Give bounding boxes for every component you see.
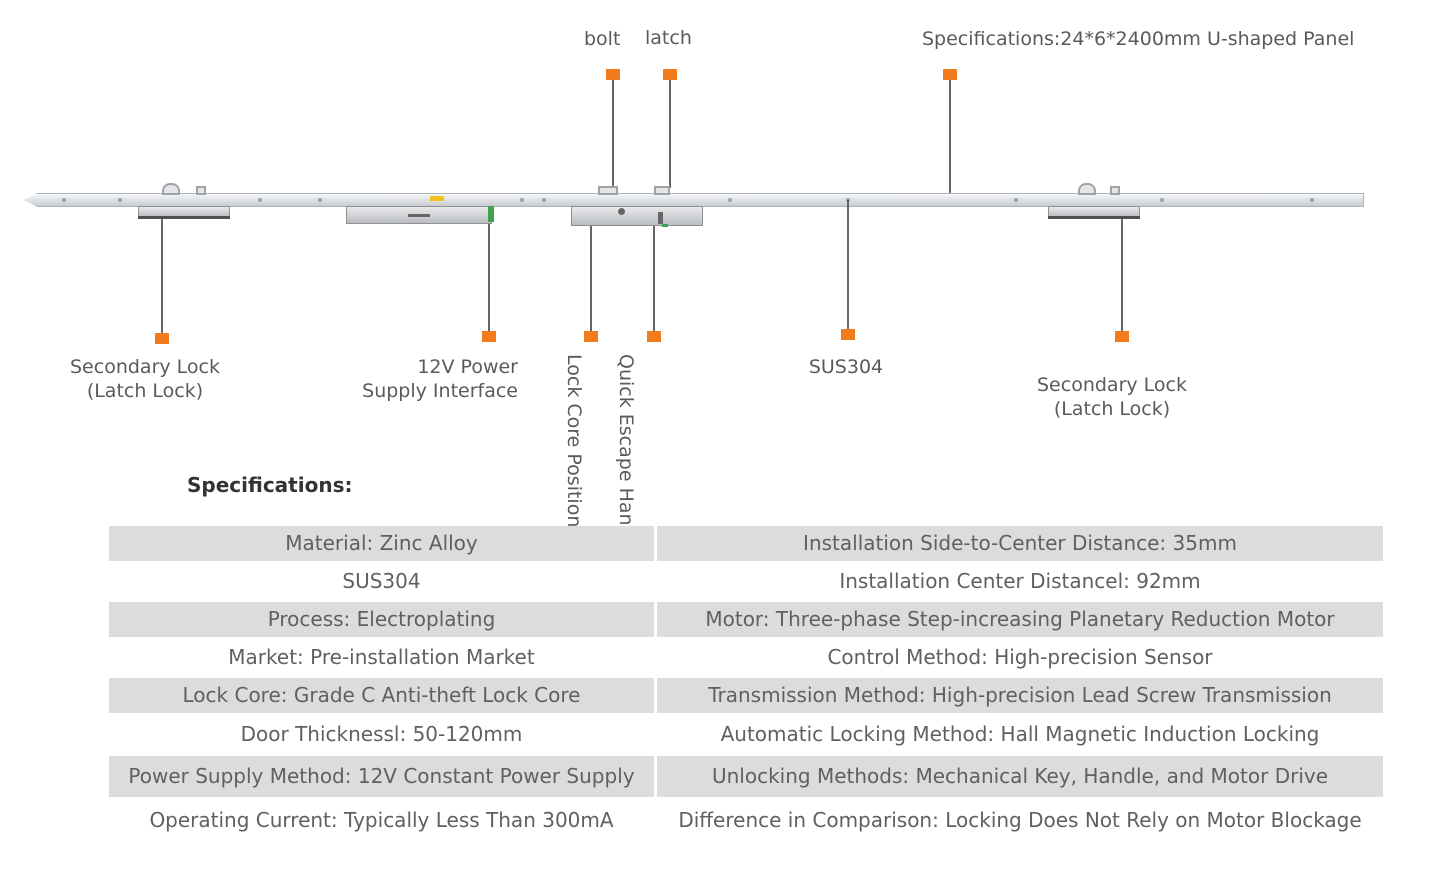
left-latch-hook [162, 183, 180, 195]
rail-hole [542, 198, 546, 202]
marker-secondary-left [155, 333, 169, 344]
lock-core-hole [618, 208, 625, 215]
right-latch-block [1110, 186, 1120, 195]
marker-secondary-right [1115, 331, 1129, 342]
label-secondary-right-line2: (Latch Lock) [1053, 398, 1171, 420]
leader-secondary-left [161, 219, 163, 333]
spec-cell-right: Installation Side-to-Center Distance: 35… [657, 526, 1383, 561]
rail-hole [1310, 198, 1314, 202]
spec-cell-right: Unlocking Methods: Mechanical Key, Handl… [657, 756, 1383, 797]
label-bolt: bolt [584, 28, 621, 50]
marker-power [482, 331, 496, 342]
spec-cell-right: Installation Center Distancel: 92mm [839, 569, 1201, 593]
label-quick-escape-line1: Quick Escape [615, 354, 637, 482]
spec-cell-left: Material: Zinc Alloy [109, 526, 654, 561]
label-secondary-right-line1: Secondary Lock [1037, 374, 1187, 396]
right-lock-shadow [1048, 216, 1140, 219]
escape-handle-slot [658, 212, 663, 224]
label-power-line1: 12V Power [417, 356, 518, 378]
rail-hole [728, 198, 732, 202]
spec-row: Material: Zinc Alloy Installation Side-t… [109, 526, 1383, 561]
spec-cell-right: Difference in Comparison: Locking Does N… [678, 808, 1362, 832]
label-secondary-left-line1: Secondary Lock [70, 356, 220, 378]
spec-cell-left: Power Supply Method: 12V Constant Power … [109, 756, 654, 797]
label-panel-spec: Specifications:24*6*2400mm U-shaped Pane… [922, 28, 1355, 50]
specifications-title: Specifications: [187, 473, 353, 497]
label-lock-core-position: Lock Core Position [562, 354, 586, 527]
spec-row: Market: Pre-installation Market Control … [109, 640, 1383, 675]
rail-hole [118, 198, 122, 202]
label-power-line2: Supply Interface [362, 380, 518, 402]
rail-hole [318, 198, 322, 202]
main-lock-indicator [662, 224, 668, 227]
marker-quick-escape [647, 331, 661, 342]
marker-latch [663, 69, 677, 80]
leader-bolt [612, 80, 614, 188]
marker-lock-core [584, 331, 598, 342]
left-latch-block [196, 186, 206, 195]
marker-bolt [606, 69, 620, 80]
power-module-sticker [430, 196, 444, 201]
spec-cell-right: Automatic Locking Method: Hall Magnetic … [720, 722, 1320, 746]
latch-part [654, 186, 670, 195]
label-quick-escape-handle: Quick Escape Handle [614, 354, 638, 555]
spec-cell-right: Motor: Three-phase Step-increasing Plane… [657, 602, 1383, 637]
label-power-interface: 12V Power Supply Interface [346, 355, 518, 403]
spec-cell-left: Process: Electroplating [109, 602, 654, 637]
spec-cell-right: Control Method: High-precision Sensor [827, 645, 1213, 669]
rail-hole [520, 198, 524, 202]
rail-hole [1014, 198, 1018, 202]
spec-cell-left: Lock Core: Grade C Anti-theft Lock Core [109, 678, 654, 713]
spec-row: Lock Core: Grade C Anti-theft Lock Core … [109, 678, 1383, 713]
leader-lock-core [590, 226, 592, 331]
spec-row: Process: Electroplating Motor: Three-pha… [109, 602, 1383, 637]
spec-row: Door Thicknessl: 50-120mm Automatic Lock… [109, 716, 1383, 753]
label-secondary-lock-left: Secondary Lock (Latch Lock) [65, 355, 225, 403]
label-latch: latch [645, 27, 692, 49]
rail-hole [258, 198, 262, 202]
label-secondary-lock-right: Secondary Lock (Latch Lock) [1032, 373, 1192, 421]
spec-row: SUS304 Installation Center Distancel: 92… [109, 564, 1383, 599]
main-lock-body [571, 206, 703, 226]
bolt-part [598, 186, 618, 195]
spec-cell-left: Operating Current: Typically Less Than 3… [149, 808, 614, 832]
marker-panel-spec [943, 69, 957, 80]
left-lock-shadow [138, 216, 230, 219]
rail-hole [62, 198, 66, 202]
spec-row: Operating Current: Typically Less Than 3… [109, 800, 1383, 840]
rail-hole [1160, 198, 1164, 202]
label-lock-core-line2: Position [563, 453, 585, 528]
marker-sus304 [841, 329, 855, 340]
spec-cell-left: Door Thicknessl: 50-120mm [240, 722, 523, 746]
leader-power [488, 224, 490, 331]
leader-secondary-right [1121, 219, 1123, 331]
spec-cell-right: Transmission Method: High-precision Lead… [657, 678, 1383, 713]
label-secondary-left-line2: (Latch Lock) [86, 380, 204, 402]
label-sus304: SUS304 [808, 356, 884, 378]
leader-latch [669, 80, 671, 188]
power-connector [488, 206, 494, 222]
spec-row: Power Supply Method: 12V Constant Power … [109, 756, 1383, 797]
specifications-table: Material: Zinc Alloy Installation Side-t… [109, 526, 1383, 840]
leader-panel-spec [949, 80, 951, 193]
spec-cell-left: Market: Pre-installation Market [228, 645, 535, 669]
leader-quick-escape [653, 226, 655, 331]
power-module-slot [408, 214, 430, 217]
label-lock-core-line1: Lock Core [563, 354, 585, 448]
spec-cell-left: SUS304 [342, 569, 421, 593]
leader-sus304 [847, 200, 849, 329]
right-latch-hook [1078, 183, 1096, 195]
